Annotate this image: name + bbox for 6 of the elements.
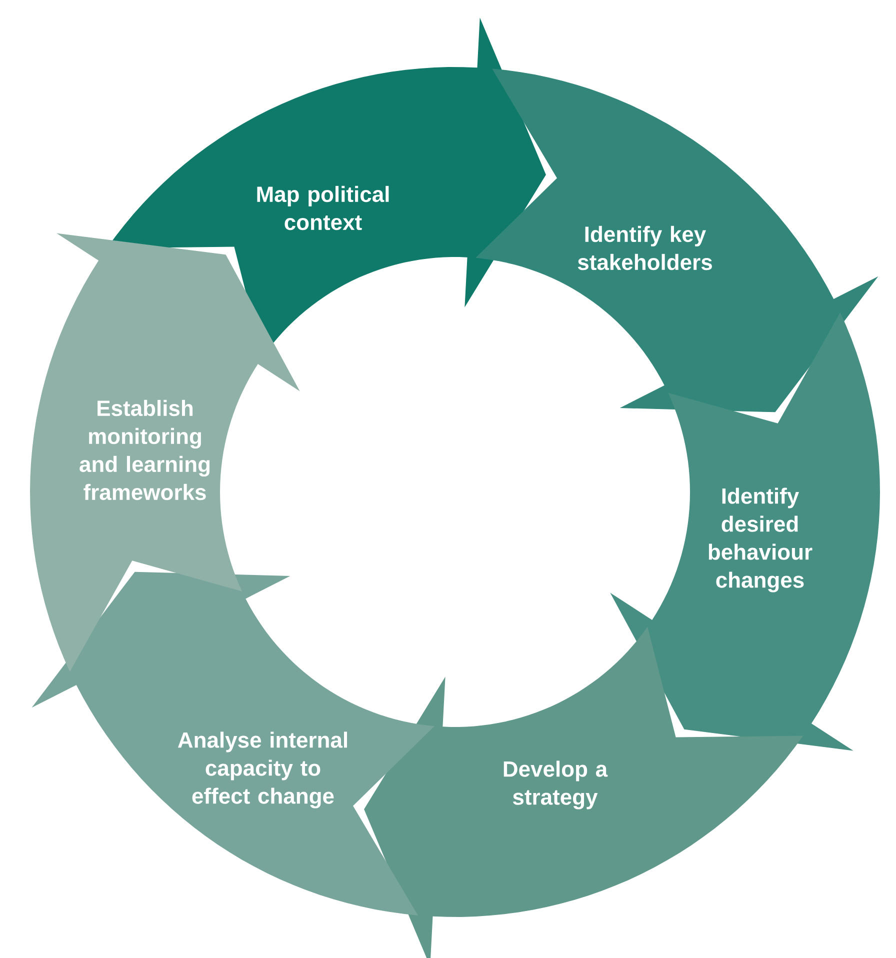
arrow-segment: Establish monitoring and learning frameworks <box>30 233 300 672</box>
arrow-segment: Identify key stakeholders <box>475 68 878 412</box>
arrow-segment: Map political context <box>106 18 546 358</box>
arrow-segment: Analyse internal capacity to effect change <box>32 572 435 916</box>
arrow-segment: Identify desired behaviour changes <box>610 312 880 751</box>
arrow-segment: Develop a strategy <box>364 626 804 958</box>
